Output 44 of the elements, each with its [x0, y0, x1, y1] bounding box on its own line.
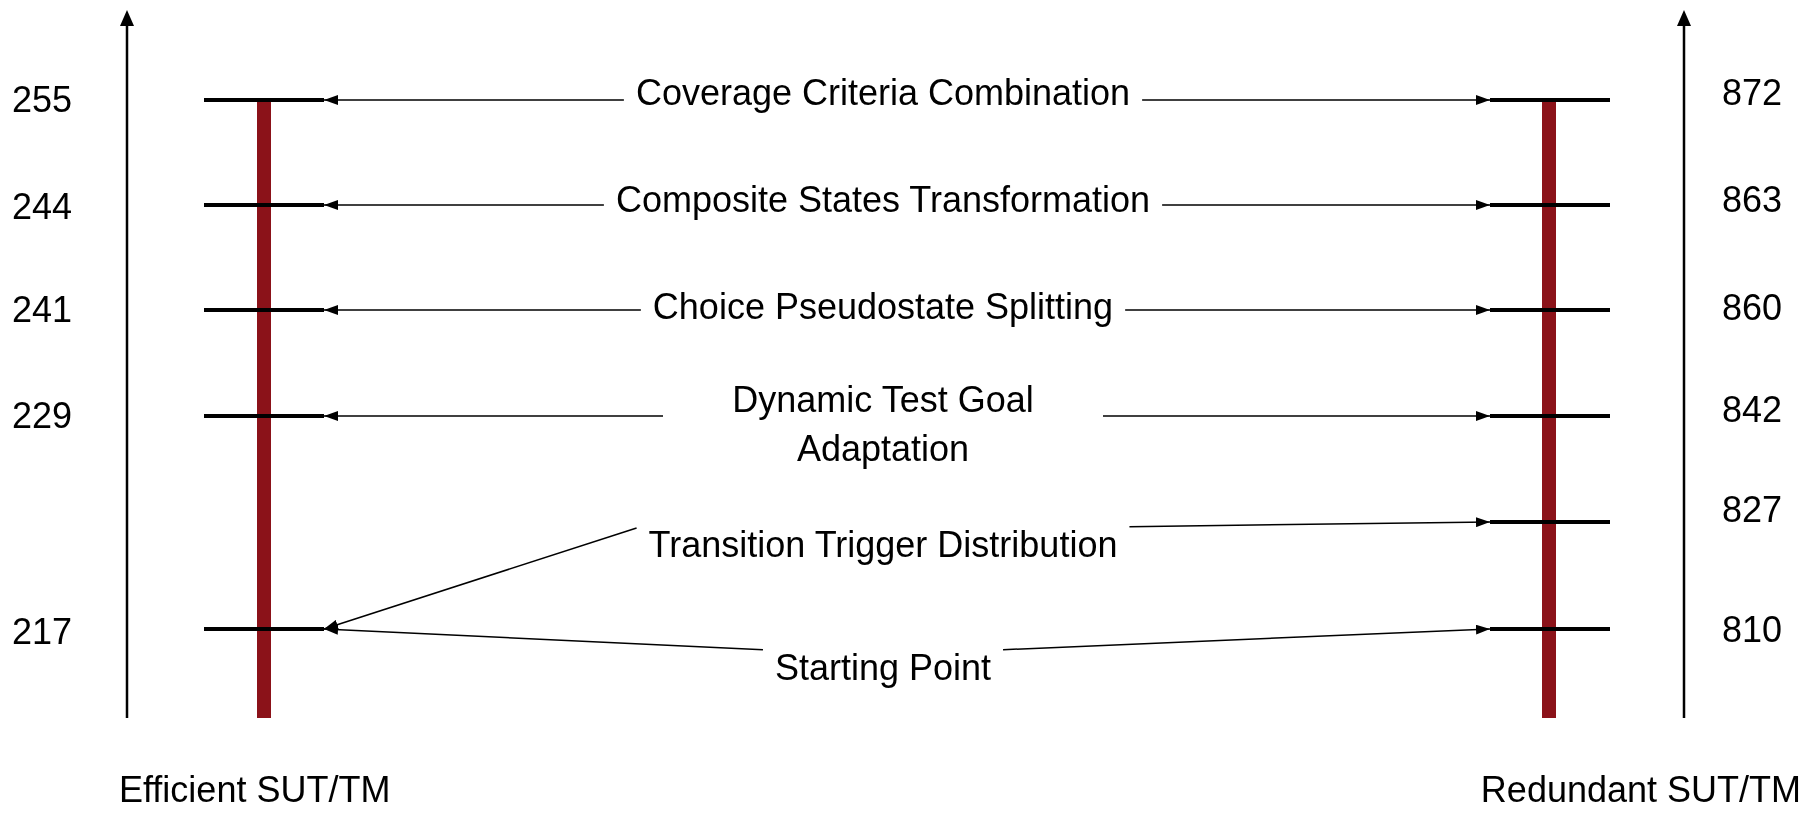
arrow — [323, 624, 764, 651]
step-label: Transition Trigger Distribution — [648, 522, 1118, 567]
step-label: Starting Point — [774, 645, 992, 690]
step-label: Choice Pseudostate Splitting — [652, 284, 1114, 329]
arrow — [323, 411, 664, 421]
arrow — [1102, 411, 1491, 421]
tick-value: 863 — [1722, 182, 1783, 218]
tick-value: 255 — [12, 82, 73, 118]
tick-mark — [1490, 414, 1610, 418]
tick-value: 229 — [12, 398, 73, 434]
arrow — [1002, 624, 1491, 651]
tick-value: 217 — [12, 614, 73, 650]
tick-mark — [1490, 520, 1610, 524]
tick-mark — [204, 308, 324, 312]
step-label: Coverage Criteria Combination — [635, 70, 1131, 115]
arrow — [1128, 517, 1491, 528]
tick-value: 842 — [1722, 392, 1783, 428]
tick-mark — [204, 98, 324, 102]
range-bar — [1542, 100, 1556, 718]
arrow — [1141, 95, 1491, 105]
tick-mark — [204, 414, 324, 418]
arrow — [1161, 200, 1491, 210]
tick-value: 827 — [1722, 492, 1783, 528]
tick-mark — [204, 203, 324, 207]
range-bar — [257, 100, 271, 718]
tick-mark — [204, 627, 324, 631]
tick-mark — [1490, 203, 1610, 207]
tick-mark — [1490, 627, 1610, 631]
tick-value: 810 — [1722, 612, 1783, 648]
arrow — [1124, 305, 1491, 315]
arrow — [323, 305, 642, 315]
arrow — [323, 527, 638, 630]
axis-label: Efficient SUT/TM — [119, 772, 391, 808]
arrow — [323, 95, 625, 105]
tick-value: 244 — [12, 189, 73, 225]
arrow — [323, 200, 605, 210]
tick-value: 241 — [12, 292, 73, 328]
tick-mark — [1490, 308, 1610, 312]
step-label: Composite States Transformation — [615, 177, 1151, 222]
tick-mark — [1490, 98, 1610, 102]
axis-label: Redundant SUT/TM — [1480, 772, 1801, 808]
tick-value: 860 — [1722, 290, 1783, 326]
tick-value: 872 — [1722, 75, 1783, 111]
step-label: Dynamic Test Goal Adaptation — [731, 378, 1035, 471]
